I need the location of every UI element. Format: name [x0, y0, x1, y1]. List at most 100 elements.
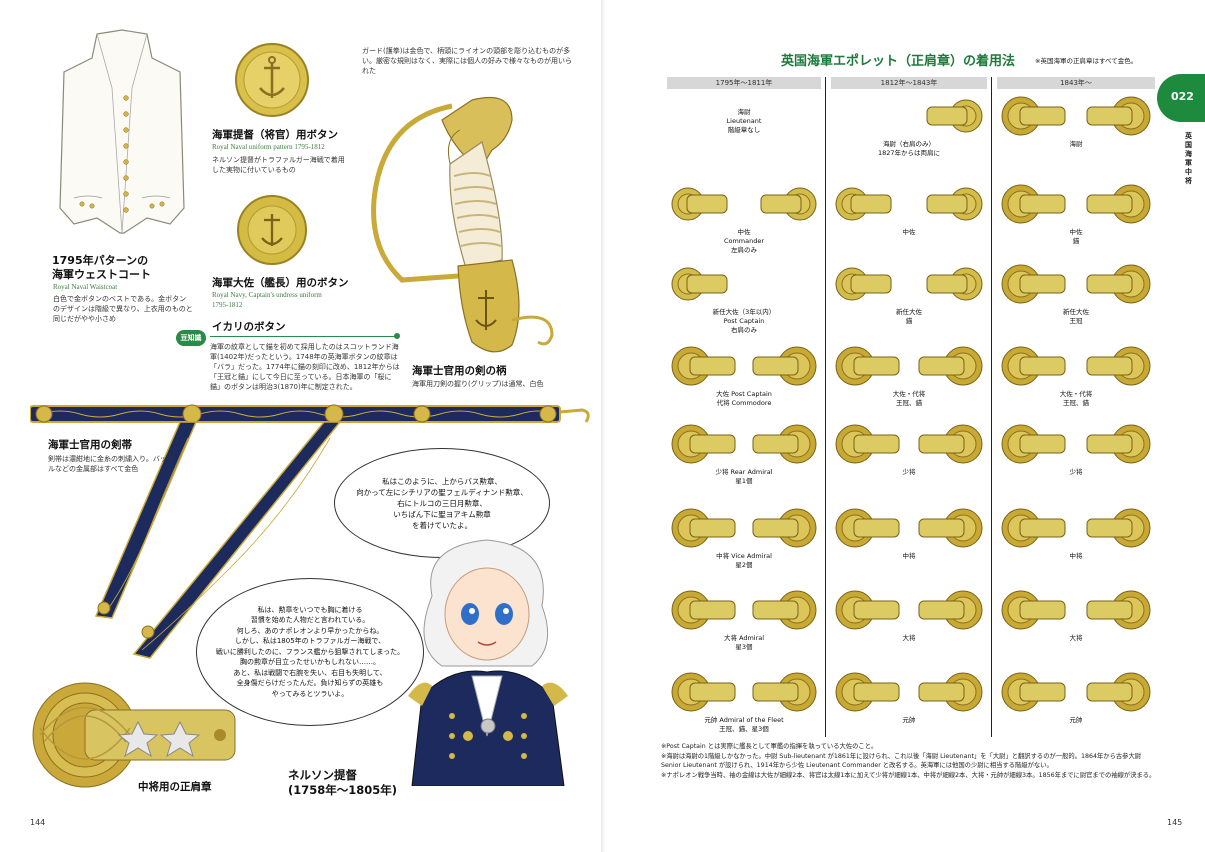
epaulette-cell: 中将 — [997, 508, 1155, 588]
epaulette-grid: 海尉 Lieutenant 階級章なし 海尉（右肩のみ） 1827年からは両肩に海… — [605, 0, 1205, 740]
right-page: 英国海軍エポレット（正肩章）の着用法 ※英国海軍の正肩章はすべて金色。 022 … — [605, 0, 1205, 852]
epaulette-right — [1086, 96, 1151, 136]
side-tab-label: 英国海軍中将 — [1185, 132, 1192, 185]
epaulette-right — [1086, 184, 1151, 224]
epaulette-label: 少将 Rear Admiral 星1個 — [715, 468, 773, 485]
page-gutter — [601, 0, 605, 852]
sword-guard-note: ガード(護拳)は金色で、柄頭にライオンの頭部を彫り込むものが多い。厳密な規則はな… — [362, 47, 572, 75]
epaulette-right — [926, 267, 983, 301]
right-page-title-note: ※英国海軍の正肩章はすべて金色。 — [1035, 57, 1138, 65]
epaulette-left — [835, 508, 900, 548]
column-divider-2 — [991, 77, 992, 737]
epaulette-cell: 少将 — [831, 424, 987, 504]
epaulette-left — [835, 346, 900, 386]
epaulette-label: 中将 — [902, 552, 916, 560]
epaulette-label: 新任大佐（3年以内） Post Captain 右肩のみ — [712, 308, 776, 334]
epaulette-left — [1001, 264, 1066, 304]
epaulette-label: 大佐 Post Captain 代将 Commodore — [716, 390, 772, 407]
epaulette-label: 元帥 — [1069, 716, 1083, 724]
epaulette-cell: 大佐 Post Captain 代将 Commodore — [667, 346, 821, 426]
epaulette-cell: 中佐 錨 — [997, 184, 1155, 264]
epaulette-cell: 中佐 Commander 左肩のみ — [667, 184, 821, 264]
epaulette-cell: 新任大佐（3年以内） Post Captain 右肩のみ — [667, 264, 821, 344]
epaulette-label: 中将 Vice Admiral 星2個 — [716, 552, 772, 569]
waistcoat-subtitle: Royal Naval Waistcoat — [53, 283, 118, 291]
epaulette-label: 大将 — [902, 634, 916, 642]
vice-admiral-epaulette-illustration — [30, 680, 250, 790]
vice-admiral-epaulette-caption: 中将用の正肩章 — [138, 781, 212, 793]
epaulette-label: 中将 — [1069, 552, 1083, 560]
epaulette-right — [752, 508, 817, 548]
epaulette-right — [760, 187, 817, 221]
footnote-2: ※海尉は海尉の1階級しかなかった。中尉 Sub-lieutenant が1861… — [661, 752, 1142, 770]
epaulette-right — [752, 672, 817, 712]
trivia-rule-dot — [394, 333, 400, 339]
sword-belt-title: 海軍士官用の剣帯 — [48, 439, 132, 451]
trivia-rule — [210, 336, 398, 337]
epaulette-left — [671, 187, 728, 221]
column-header-3: 1843年〜 — [997, 77, 1155, 89]
column-divider-1 — [825, 77, 826, 737]
epaulette-cell: 新任大佐 王冠 — [997, 264, 1155, 344]
epaulette-left — [671, 424, 736, 464]
epaulette-left — [671, 346, 736, 386]
speech-bubble-nelson: 私は、勲章をいつでも胸に着ける 習慣を始めた人物だと言われている。 何しろ、あの… — [196, 578, 424, 726]
epaulette-label: 中佐 Commander 左肩のみ — [723, 228, 765, 254]
sword-hilt-illustration — [362, 80, 562, 360]
epaulette-right — [1086, 590, 1151, 630]
page-number-left: 144 — [30, 818, 46, 827]
epaulette-left — [835, 590, 900, 630]
captain-button-illustration — [236, 194, 308, 266]
trivia-badge: 豆知識 — [176, 330, 206, 346]
epaulette-cell: 新任大佐 錨 — [831, 264, 987, 344]
epaulette-cell: 大将 — [831, 590, 987, 670]
epaulette-label: 大佐・代将 王冠、錨 — [892, 390, 926, 407]
epaulette-label: 少将 — [1069, 468, 1083, 476]
sword-belt-illustration — [30, 398, 600, 688]
epaulette-cell: 大将 — [997, 590, 1155, 670]
epaulette-label: 大将 Admiral 星3個 — [723, 634, 765, 651]
epaulette-label: 中佐 — [902, 228, 916, 236]
waistcoat-title: 1795年パターンの 海軍ウェストコート — [52, 254, 151, 281]
epaulette-label: 大将 — [1069, 634, 1083, 642]
epaulette-left — [671, 267, 728, 301]
epaulette-right — [752, 346, 817, 386]
waistcoat-illustration — [52, 28, 192, 234]
epaulette-cell: 少将 Rear Admiral 星1個 — [667, 424, 821, 504]
epaulette-label: 海尉 Lieutenant 階級章なし — [726, 108, 762, 134]
epaulette-label: 新任大佐 王冠 — [1063, 308, 1089, 325]
epaulette-cell: 少将 — [997, 424, 1155, 504]
nelson-illustration — [392, 536, 582, 786]
epaulette-label: 大佐・代将 王冠、錨 — [1059, 390, 1093, 407]
footnotes: ※Post Captain とは実際に艦長として軍艦の指揮を執っている大佐のこと… — [661, 742, 1161, 780]
right-page-title: 英国海軍エポレット（正肩章）の着用法 — [781, 54, 1016, 69]
chapter-number: 022 — [1171, 90, 1194, 103]
epaulette-cell: 中将 Vice Admiral 星2個 — [667, 508, 821, 588]
epaulette-left — [835, 424, 900, 464]
epaulette-right — [1086, 264, 1151, 304]
admiral-button-desc: ネルソン提督がトラファルガー海戦で着用した実物に付いているもの — [212, 156, 345, 174]
epaulette-cell: 元帥 — [997, 672, 1155, 752]
epaulette-label: 新任大佐 錨 — [896, 308, 922, 325]
epaulette-left — [835, 267, 892, 301]
sword-hilt-title: 海軍士官用の剣の柄 — [412, 365, 507, 377]
epaulette-cell: 大佐・代将 王冠、錨 — [997, 346, 1155, 426]
epaulette-right — [918, 672, 983, 712]
footnote-1: ※Post Captain とは実際に艦長として軍艦の指揮を執っている大佐のこと… — [661, 743, 878, 750]
epaulette-cell: 中将 — [831, 508, 987, 588]
nelson-title: ネルソン提督 (1758年〜1805年) — [288, 768, 398, 797]
epaulette-left — [835, 187, 892, 221]
epaulette-cell: 海尉（右肩のみ） 1827年からは両肩に — [831, 96, 987, 176]
epaulette-cell: 中佐 — [831, 184, 987, 264]
waistcoat-desc: 白色で金ボタンのベストである。金ボタンのデザインは階級で異なり、上衣用のものと同… — [53, 295, 193, 323]
sword-hilt-desc: 海軍用刀剣の握り(グリップ)は通常、白色 — [412, 380, 544, 388]
epaulette-right — [752, 424, 817, 464]
epaulette-left — [835, 672, 900, 712]
page-number-right: 145 — [1167, 818, 1183, 827]
epaulette-label: 海尉 — [1069, 140, 1083, 148]
captain-button-title: 海軍大佐（艦長）用のボタン — [212, 277, 349, 289]
speech-bubble-medals: 私はこのように、上からバス勲章、 向かって左にシチリアの聖フェルディナンド勲章、… — [334, 448, 550, 558]
epaulette-right — [918, 508, 983, 548]
epaulette-left — [671, 672, 736, 712]
epaulette-right — [1086, 346, 1151, 386]
